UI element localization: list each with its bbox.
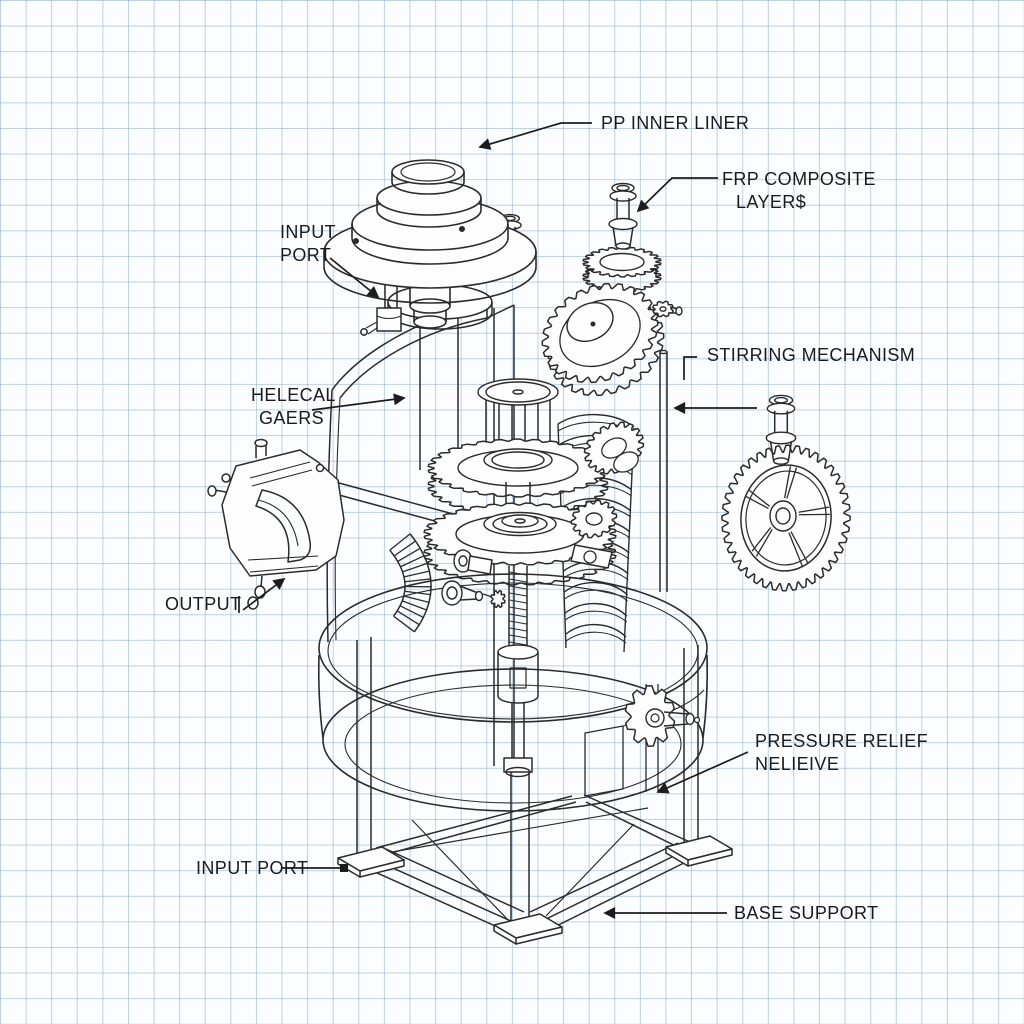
drain-fitting: [441, 580, 506, 609]
leader-helical-gears: [311, 393, 406, 411]
lid-assembly: [323, 159, 537, 329]
label-base-support: BASE SUPPORT: [734, 903, 879, 923]
base-frame: [337, 637, 733, 945]
helical-gear-segment: [389, 533, 432, 633]
leader-lines: [238, 122, 757, 919]
label-output: OUTPUT: [165, 594, 242, 614]
spoked-gear: [721, 444, 851, 592]
threaded-shaft: [497, 566, 539, 778]
label-input-port-bottom: INPUT PORT: [196, 858, 309, 878]
leader-output: [242, 577, 286, 611]
upper-gear-cluster: [541, 246, 683, 397]
stirring-rod: [659, 349, 668, 592]
leader-pp-inner-liner: [478, 122, 592, 150]
pinion-gears: [570, 421, 645, 539]
label-pp-inner-liner: PP INNER LINER: [601, 113, 750, 133]
leader-input-port-top: [329, 257, 380, 299]
helical-gear-stack: [423, 438, 617, 586]
right-leg: [683, 645, 699, 852]
leader-pressure-relief: [656, 751, 749, 794]
foot-pad: [337, 835, 733, 945]
tank-body: [317, 573, 709, 812]
leader-frp-composite: [636, 177, 718, 213]
front-leg: [510, 766, 530, 930]
clamp-bracket: [207, 438, 345, 610]
relief-impeller: [624, 684, 701, 792]
left-leg: [356, 637, 372, 862]
leader-stirring-bracket: [683, 356, 697, 380]
label-stirring-mechanism: STIRRING MECHANISM: [707, 345, 916, 365]
